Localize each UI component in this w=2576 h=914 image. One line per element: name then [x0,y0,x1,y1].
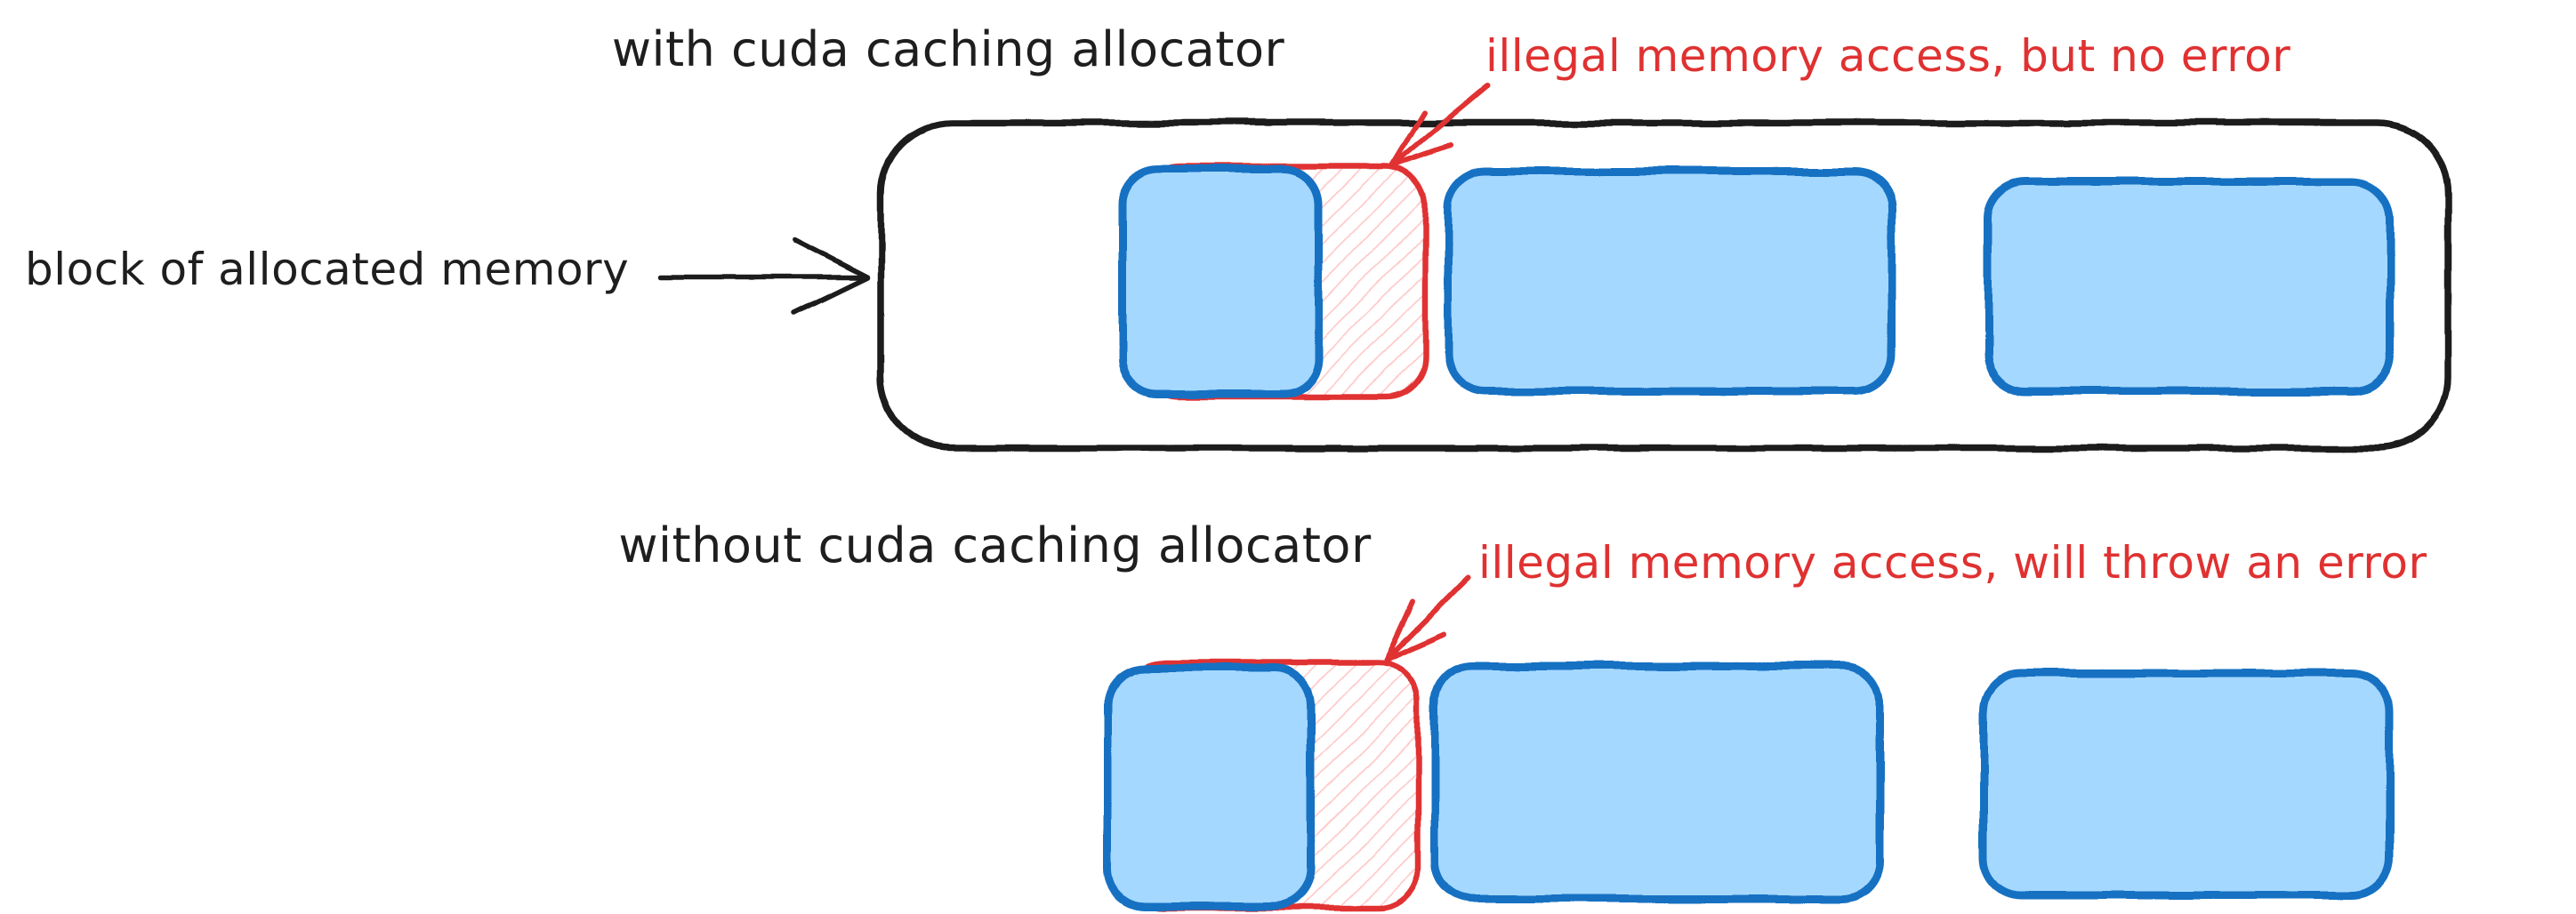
allocated-memory-pool-outline [877,119,2451,452]
tensor-block-bottom-2 [1430,661,1884,903]
bottom-diagram-title: without cuda caching allocator [618,517,1372,573]
left-label-arrow-icon [657,237,870,316]
top-diagram-title: with cuda caching allocator [611,21,1285,77]
allocated-memory-label: block of allocated memory [25,244,630,295]
tensor-block-top-3 [1984,177,2395,396]
top-annotation-text: illegal memory access, but no error [1485,30,2291,82]
annotation-arrow-top-icon [1389,83,1490,168]
tensor-block-top-2 [1444,167,1896,396]
tensor-block-bottom-3 [1979,669,2394,900]
tensor-block-top-1 [1118,164,1323,398]
bottom-annotation-text: illegal memory access, will throw an err… [1478,537,2427,589]
annotation-arrow-bottom-icon [1383,575,1470,662]
tensor-block-bottom-1 [1103,663,1316,910]
